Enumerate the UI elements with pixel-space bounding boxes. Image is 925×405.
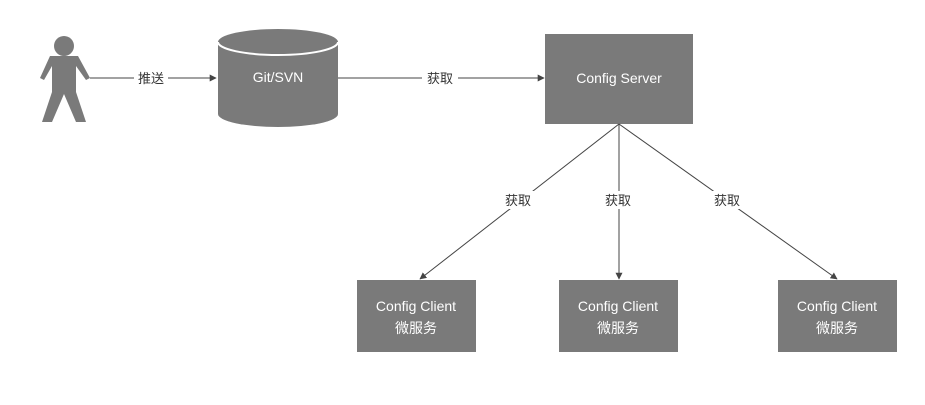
person-icon: [40, 36, 90, 122]
edge-fetch-client-2: 获取: [600, 124, 636, 280]
config-client-node-1: Config Client 微服务: [357, 280, 476, 352]
config-client-3-subtitle: 微服务: [816, 320, 858, 336]
config-client-1-subtitle: 微服务: [395, 320, 437, 336]
edge-fetch-client-1: 获取: [419, 123, 620, 280]
config-client-2-subtitle: 微服务: [597, 320, 639, 336]
edge-fetch-client-3: 获取: [618, 123, 838, 280]
config-client-node-3: Config Client 微服务: [778, 280, 897, 352]
edge-label-fetch-client-3: 获取: [714, 193, 740, 208]
edge-label-push: 推送: [138, 71, 164, 86]
edge-push: 推送: [90, 69, 217, 87]
git-svn-label: Git/SVN: [253, 69, 304, 85]
config-client-2-title: Config Client: [578, 298, 658, 314]
edge-label-fetch-client-2: 获取: [605, 193, 631, 208]
git-svn-repository: Git/SVN: [217, 29, 339, 127]
config-client-3-title: Config Client: [797, 298, 877, 314]
config-server-node: Config Server: [545, 34, 693, 124]
config-client-node-2: Config Client 微服务: [559, 280, 678, 352]
config-server-label: Config Server: [576, 70, 662, 86]
edge-label-fetch-git: 获取: [427, 71, 453, 86]
config-client-1-title: Config Client: [376, 298, 456, 314]
edge-fetch-git: 获取: [338, 69, 545, 87]
edge-label-fetch-client-1: 获取: [505, 193, 531, 208]
